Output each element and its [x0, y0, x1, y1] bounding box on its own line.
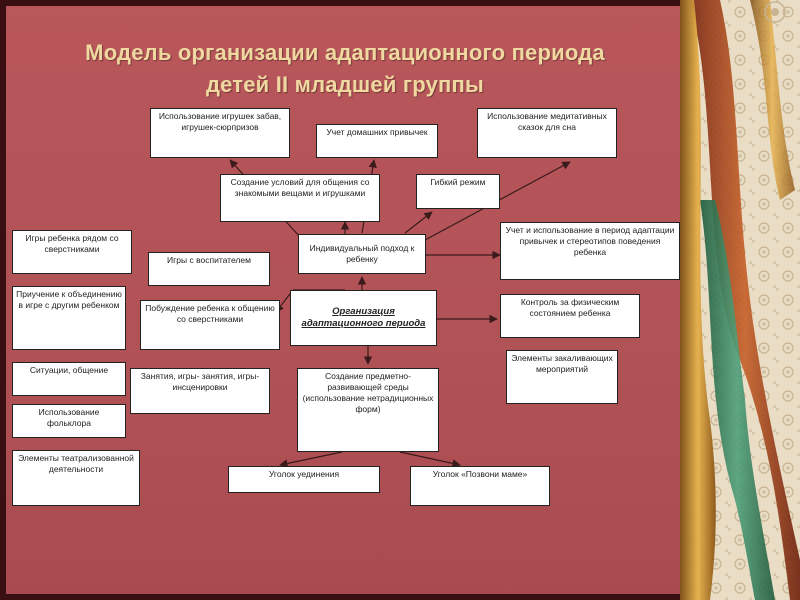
node-toys: Использование игрушек забав, игрушек-сюр… [150, 108, 290, 158]
node-conditions: Создание условий для общения со знакомым… [220, 174, 380, 222]
node-classes: Занятия, игры- занятия, игры- инсцениров… [130, 368, 270, 414]
slide-title-line1: Модель организации адаптационного период… [85, 40, 605, 65]
slide-title-line2: детей II младшей группы [205, 72, 485, 97]
node-folklore: Использование фольклора [12, 404, 126, 438]
node-situations: Ситуации, общение [12, 362, 126, 396]
node-call-mom: Уголок «Позвони маме» [410, 466, 550, 506]
node-habits-account: Учет и использование в период адаптации … [500, 222, 680, 280]
node-teacher-games: Игры с воспитателем [148, 252, 270, 286]
node-environment: Создание предметно-развивающей среды (ис… [297, 368, 439, 452]
node-flexible: Гибкий режим [416, 174, 500, 209]
node-theatre: Элементы театрализованной деятельности [12, 450, 140, 506]
node-fairy-tales: Использование медитативных сказок для сн… [477, 108, 617, 158]
flower-ornament-icon [764, 1, 786, 23]
node-physical: Контроль за физическим состоянием ребенк… [500, 294, 640, 338]
node-solitude: Уголок уединения [228, 466, 380, 493]
decorative-drape [680, 0, 800, 600]
node-accustom: Приучение к объединению в игре с другим … [12, 286, 126, 350]
node-center: Организация адаптационного периода [290, 290, 437, 346]
node-home-habits: Учет домашних привычек [316, 124, 438, 158]
node-motivate: Побуждение ребенка к общению со сверстни… [140, 300, 280, 350]
node-peer-play: Игры ребенка рядом со сверстниками [12, 230, 132, 274]
node-individual: Индивидуальный подход к ребенку [298, 234, 426, 274]
node-hardening: Элементы закаливающих мероприятий [506, 350, 618, 404]
